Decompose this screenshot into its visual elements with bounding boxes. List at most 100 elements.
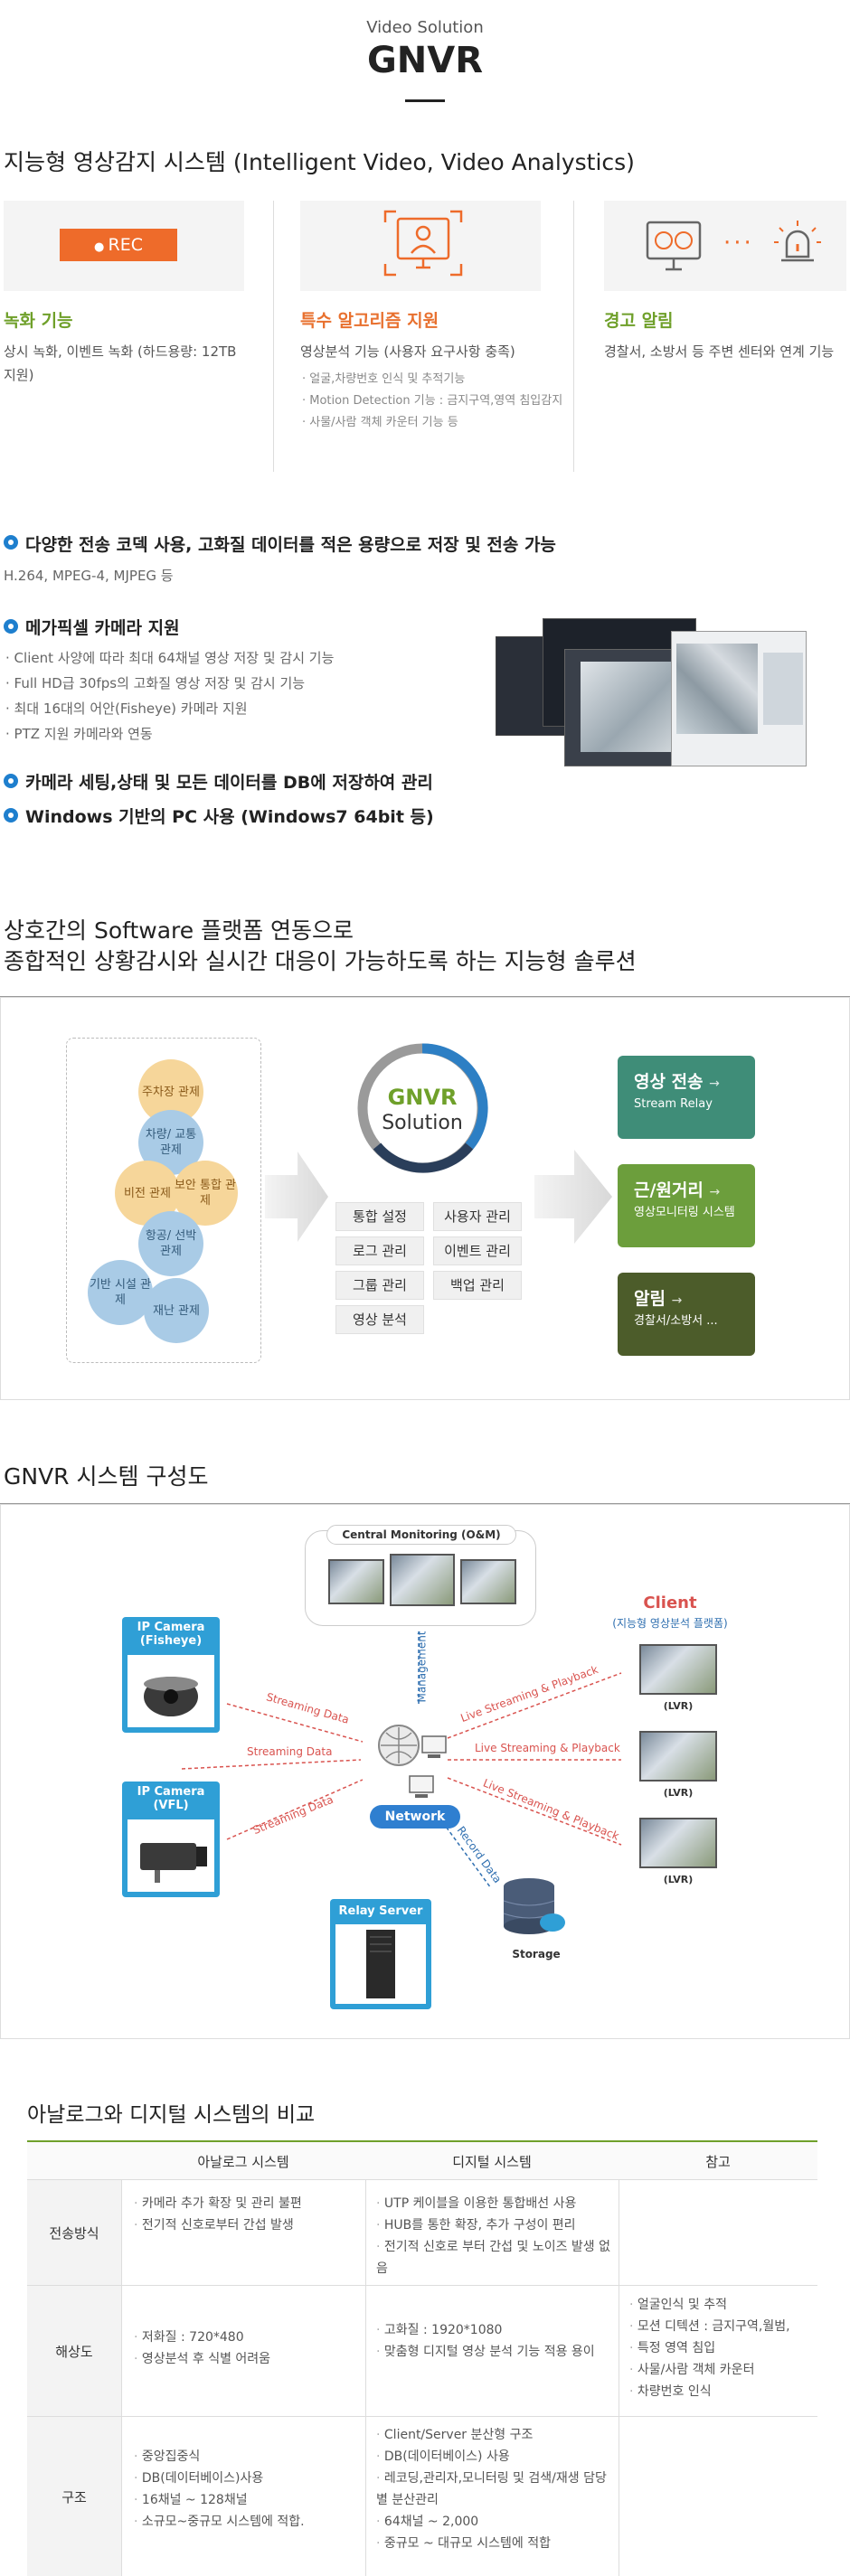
architecture-panel: Central Monitoring (O&M) IP Camera (Fish…: [0, 1504, 850, 2039]
comparison-table: 아날로그 시스템 디지털 시스템 참고 전송방식 카메라 추가 확장 및 관리 …: [27, 2142, 817, 2576]
ip-camera-fisheye: IP Camera (Fisheye): [122, 1617, 220, 1733]
list-item: 레코딩,관리자,모니터링 및 검색/재생 담당별 분산관리: [376, 2468, 613, 2511]
circle-parking: 주차장 관제: [138, 1059, 203, 1124]
list-item: DB(데이터베이스) 사용: [376, 2446, 613, 2468]
monitor-icon: [390, 1554, 455, 1606]
header-digital: 디지털 시스템: [452, 2154, 532, 2170]
digital-structure: Client/Server 분산형 구조 DB(데이터베이스) 사용 레코딩,관…: [376, 2424, 613, 2554]
page-title: GNVR: [366, 40, 484, 81]
analog-resolution: 저화질 : 720*480 영상분석 후 식별 어려움: [134, 2327, 360, 2370]
comparison-title: 아날로그와 디지털 시스템의 비교: [27, 2103, 316, 2127]
lvr-monitor-icon: [639, 1818, 717, 1868]
digital-resolution: 고화질 : 1920*1080 맞춤형 디지털 영상 분석 기능 적용 용이: [376, 2319, 613, 2363]
person-monitor-icon: [383, 210, 463, 277]
output-stream-relay: 영상 전송 → Stream Relay: [618, 1056, 755, 1139]
list-item: UTP 케이블을 이용한 통합배선 사용: [376, 2193, 613, 2214]
analog-transmission: 카메라 추가 확장 및 관리 불편 전기적 신호로부터 간섭 발생: [134, 2193, 360, 2236]
header-analog: 아날로그 시스템: [197, 2154, 289, 2170]
table-col-divider: [121, 2180, 122, 2576]
circle-security: 보안 통합 관제: [173, 1161, 238, 1226]
list-item: 전기적 신호로부터 간섭 발생: [134, 2214, 360, 2236]
output-sub: 경찰서/소방서 ...: [634, 1314, 718, 1328]
center-title: GNVR: [387, 1085, 458, 1110]
box-camera-icon: [128, 1819, 214, 1892]
lvr-label: (LVR): [663, 1787, 694, 1799]
list-item: 영상분석 후 식별 어려움: [134, 2348, 360, 2370]
table-header-row: [27, 2142, 817, 2180]
function-backup-management: 백업 관리: [433, 1271, 522, 1300]
arrow-right-icon: [534, 1150, 612, 1244]
circle-infrastructure: 기반 시설 관제: [88, 1260, 153, 1325]
label-management: Management: [415, 1631, 429, 1703]
panel-top-rule: [0, 996, 850, 997]
list-item: DB(데이터베이스)사용: [134, 2468, 360, 2489]
architecture-lines: [181, 1631, 622, 1889]
solution-title-line2: 종합적인 상황감시와 실시간 대응이 가능하도록 하는 지능형 솔루션: [4, 948, 637, 974]
list-item: 특정 영역 침입: [629, 2337, 814, 2359]
monitor-icon: [460, 1559, 516, 1604]
list-item: 중앙집중식: [134, 2446, 360, 2468]
feature-codec-title: 다양한 전송 코덱 사용, 고화질 데이터를 적은 용량으로 저장 및 전송 가…: [25, 535, 556, 555]
lvr-monitor-icon: [639, 1644, 717, 1695]
bullet-dot-icon: [4, 535, 18, 550]
bullet-dot-icon: [4, 619, 18, 634]
function-group-management: 그룹 관리: [335, 1271, 424, 1300]
bullet-dot-icon: [4, 808, 18, 823]
list-item: 16채널 ~ 128채널: [134, 2489, 360, 2511]
section-title-intelligent: 지능형 영상감지 시스템 (Intelligent Video, Video A…: [4, 149, 635, 175]
table-row-divider: [27, 2416, 817, 2417]
list-item: 사물/사람 객체 카운터: [629, 2359, 814, 2381]
lvr-label: (LVR): [663, 1874, 694, 1885]
gnvr-ring-icon: [357, 1043, 488, 1173]
camera-label: IP Camera (VFL): [137, 1785, 205, 1812]
panel-top-rule: [0, 1503, 850, 1504]
list-item: Client/Server 분산형 구조: [376, 2424, 613, 2446]
list-item: 64채널 ~ 2,000: [376, 2511, 613, 2533]
camera-label: IP Camera (Fisheye): [137, 1621, 205, 1648]
card-text-rec: 상시 녹화, 이벤트 녹화 (하드용량: 12TB 지원): [4, 343, 237, 383]
storage-label: Storage: [512, 1948, 561, 1960]
arrow-icon: →: [709, 1185, 721, 1199]
digital-transmission: UTP 케이블을 이용한 통합배선 사용 HUB를 통한 확장, 추가 구성이 …: [376, 2193, 613, 2280]
fisheye-camera-icon: [128, 1655, 214, 1727]
list-item: 고화질 : 1920*1080: [376, 2319, 613, 2341]
arrow-right-icon: [265, 1152, 328, 1242]
list-item: · 얼굴,차량번호 인식 및 추적기능: [302, 372, 466, 386]
card-text-alert: 경찰서, 소방서 등 주변 센터와 연계 기능: [604, 343, 835, 360]
card-heading-algorithm: 특수 알고리즘 지원: [300, 311, 439, 331]
arrow-icon: →: [671, 1293, 683, 1308]
analog-structure: 중앙집중식 DB(데이터베이스)사용 16채널 ~ 128채널 소규모~중규모 …: [134, 2446, 360, 2533]
architecture-title: GNVR 시스템 구성도: [4, 1463, 209, 1490]
list-item: · 사물/사람 객체 카운터 기능 등: [302, 416, 458, 429]
row-label-transmission: 전송방식: [27, 2180, 121, 2285]
table-row-divider: [27, 2285, 817, 2286]
list-item: 중규모 ~ 대규모 시스템에 적합: [376, 2533, 613, 2554]
list-item: · PTZ 지원 카메라와 연동: [5, 726, 153, 742]
monitor-faces-icon: [646, 221, 702, 271]
list-item: 차량번호 인식: [629, 2381, 814, 2402]
solution-title-line1: 상호간의 Software 플랫폼 연동으로: [4, 917, 354, 944]
relay-label: Relay Server: [338, 1904, 423, 1918]
card-heading-alert: 경고 알림: [604, 311, 674, 331]
computer-icon: [409, 1775, 434, 1798]
client-label: Client: [643, 1594, 697, 1612]
algorithm-list: · 얼굴,차량번호 인식 및 추적기능 · Motion Detection 기…: [302, 369, 573, 434]
table-top-rule: [27, 2140, 817, 2142]
server-icon: [335, 1924, 426, 2004]
list-item: 저화질 : 720*480: [134, 2327, 360, 2348]
function-user-management: 사용자 관리: [433, 1202, 522, 1231]
solution-panel: 주차장 관제 차량/ 교통 관제 비전 관제 보안 통합 관제 항공/ 선박 관…: [0, 997, 850, 1400]
feature-windows-title: Windows 기반의 PC 사용 (Windows7 64bit 등): [25, 807, 434, 827]
network-hub-icon: [378, 1725, 447, 1766]
function-log-management: 로그 관리: [335, 1236, 424, 1265]
output-monitoring: 근/원거리 → 영상모니터링 시스템: [618, 1164, 755, 1247]
list-item: 카메라 추가 확장 및 관리 불편: [134, 2193, 360, 2214]
card-text-algorithm: 영상분석 기능 (사용자 요구사항 충족): [300, 343, 515, 360]
central-monitoring-label: Central Monitoring (O&M): [326, 1525, 516, 1545]
card-divider: [573, 201, 574, 472]
output-title: 영상 전송: [634, 1072, 704, 1092]
rec-label: REC: [108, 235, 143, 255]
list-item: HUB를 통한 확장, 추가 구성이 편리: [376, 2214, 613, 2236]
list-item: 전기적 신호로 부터 간섭 및 노이즈 발생 없음: [376, 2236, 613, 2280]
list-item: 모션 디텍션 : 금지구역,월범,: [629, 2316, 814, 2337]
